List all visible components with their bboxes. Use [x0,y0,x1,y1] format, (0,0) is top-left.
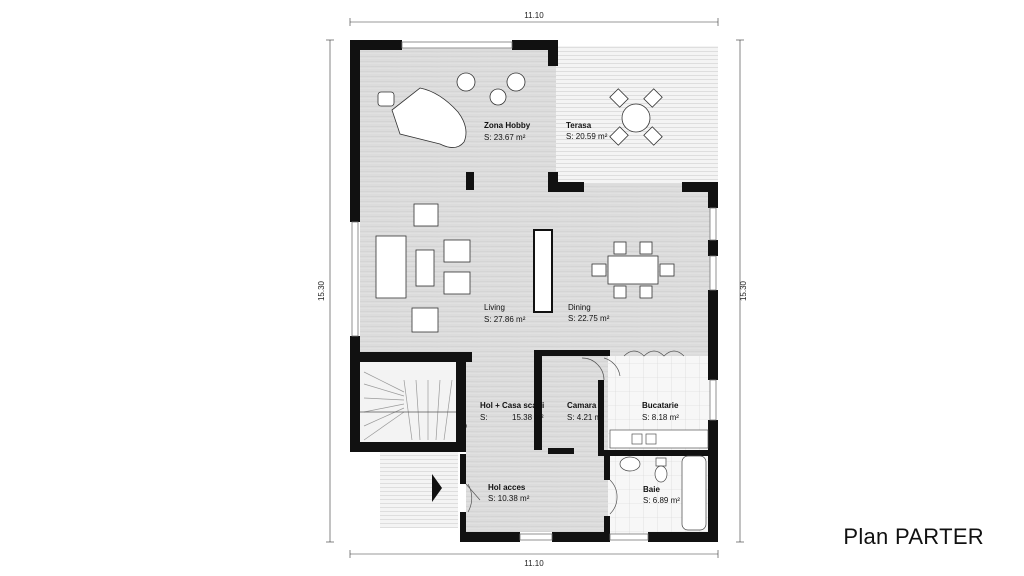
room-area-living: S: 27.86 m² [484,315,526,324]
room-labels: Zona Hobby S: 23.67 m² Terasa S: 20.59 m… [480,121,680,505]
room-name-living: Living [484,303,505,312]
bathroom-fixtures [619,455,707,531]
piano-icon [377,87,467,148]
room-area-zona-hobby: S: 23.67 m² [484,133,526,142]
walls [350,40,718,542]
room-name-camara: Camara [567,401,597,410]
room-name-baie: Baie [643,485,660,494]
dimension-top: 11.10 [524,11,544,20]
room-name-dining: Dining [568,303,591,312]
room-name-zona-hobby: Zona Hobby [484,121,531,130]
windows [351,41,717,541]
floor-stairs [360,362,464,450]
chairs-icon [456,72,526,106]
room-area-dining: S: 22.75 m² [568,314,610,323]
dimension-right: 15.30 [739,280,748,301]
room-area-value-hol-casa-scarii: 15.38 m² [512,413,544,422]
terrace-table-icon [609,88,663,146]
entrance-steps [380,452,458,528]
plan-title: Plan PARTER [843,524,984,549]
room-area-bucatarie: S: 8.18 m² [642,413,679,422]
room-area-hol-acces: S: 10.38 m² [488,494,530,503]
room-name-hol-casa-scarii: Hol + Casa scarii [480,401,544,410]
room-name-hol-acces: Hol acces [488,483,526,492]
room-name-bucatarie: Bucatarie [642,401,679,410]
dimension-lines [326,18,744,558]
room-area-camara: S: 4.21 m² [567,413,604,422]
dimension-bottom: 11.10 [524,559,544,568]
doors [465,357,621,515]
kitchen-counters [609,350,709,449]
living-furniture [375,203,471,333]
room-area-prefix-hol-casa-scarii: S: [480,413,488,422]
dimension-left: 15.30 [317,280,326,301]
room-name-terasa: Terasa [566,121,592,130]
floor-camara [542,356,604,452]
room-area-terasa: S: 20.59 m² [566,132,608,141]
room-area-baie: S: 6.89 m² [643,496,680,505]
entrance-arrow-icon [432,474,442,502]
dining-table-icon [591,241,675,299]
